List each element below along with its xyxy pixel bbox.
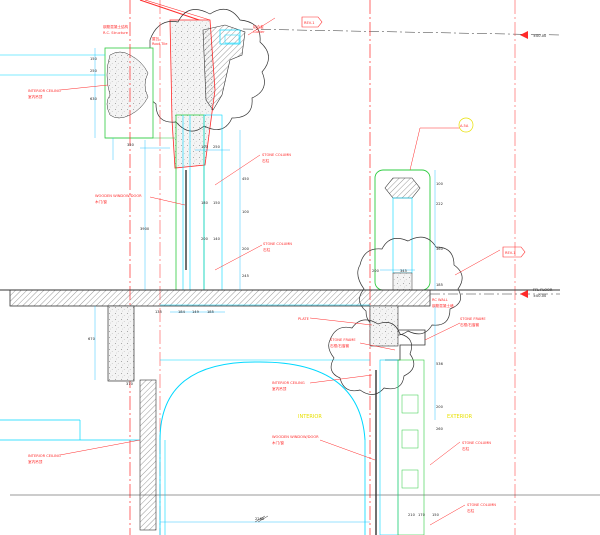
labels: 钢筋混凝土结构 R.C. Structure 屋瓦 Roof Tile 铝合金 … bbox=[28, 21, 553, 513]
dim-150a: 150 bbox=[90, 57, 98, 61]
dim-100a: 100 bbox=[201, 145, 209, 149]
dim-360: 360 bbox=[436, 247, 444, 251]
dim-149: 149 bbox=[192, 310, 200, 314]
dim-140: 140 bbox=[213, 237, 221, 241]
label-level-top: ±00.00 bbox=[533, 34, 547, 38]
dim-200c: 200 bbox=[372, 269, 380, 273]
label-detail-ref: A.5A bbox=[460, 124, 469, 128]
dim-250: 250 bbox=[90, 69, 98, 73]
dim-222: 222 bbox=[436, 202, 443, 206]
dim-260: 260 bbox=[436, 427, 444, 431]
label-plate: PLATE bbox=[298, 317, 310, 321]
dim-245: 245 bbox=[242, 274, 249, 278]
label-rev-right: REV-1 bbox=[505, 251, 516, 255]
label-gutter: Gutter bbox=[253, 30, 265, 34]
upper-left-ceiling-block bbox=[0, 47, 175, 139]
dim-536: 536 bbox=[436, 362, 444, 366]
arched-opening bbox=[159, 304, 370, 535]
leader-lines bbox=[59, 16, 526, 526]
dim-150b: 150 bbox=[213, 201, 221, 205]
label-roof-tile-cn: 屋瓦 bbox=[152, 36, 160, 41]
label-wooden-window-2-cn: 木门/窗 bbox=[272, 440, 284, 445]
dim-200: 200 bbox=[201, 237, 209, 241]
label-interior-ceiling-1-cn: 室内吊顶 bbox=[28, 94, 43, 99]
label-stone-column-1: STONE COLUMN bbox=[262, 153, 291, 157]
label-interior-room: INTERIOR bbox=[298, 414, 322, 420]
label-stone-frame-1: STONE FRAME bbox=[460, 317, 486, 321]
label-exterior-room: EXTERIOR bbox=[447, 414, 473, 420]
dim-170: 170 bbox=[418, 513, 426, 517]
label-stone-column-1-cn: 石柱 bbox=[262, 158, 270, 163]
label-interior-ceiling-3: INTERIOR CEILING bbox=[28, 454, 61, 458]
label-interior-ceiling-1: INTERIOR CEILING bbox=[28, 89, 61, 93]
dim-185: 185 bbox=[207, 310, 214, 314]
label-interior-ceiling-2-cn: 室内吊顶 bbox=[272, 386, 287, 391]
roof-eave-section bbox=[139, 0, 561, 169]
label-level-floor-b: ±00.00 bbox=[533, 294, 547, 298]
dim-200d: 200 bbox=[436, 405, 444, 409]
detail-ref-bubble bbox=[458, 117, 474, 133]
dim-135: 135 bbox=[155, 310, 162, 314]
dim-180: 180 bbox=[201, 201, 209, 205]
label-roof-tile: Roof Tile bbox=[152, 42, 168, 46]
revision-cloud-lower bbox=[328, 319, 415, 395]
label-rc-structure: R.C. Structure bbox=[103, 31, 129, 35]
label-gutter-cn: 铝合金 bbox=[253, 24, 264, 29]
dim-370: 370 bbox=[126, 382, 134, 386]
label-wooden-window-1-cn: 木门/窗 bbox=[95, 199, 107, 204]
dimension-text: 150 250 630 350 100 250 450 180 150 100 … bbox=[88, 57, 444, 521]
right-column-capital bbox=[357, 169, 463, 336]
dim-630: 630 bbox=[90, 97, 98, 101]
label-level-floor-a: FFL FLOOR bbox=[533, 288, 553, 292]
label-stone-frame-1-cn: 石框/石窗套 bbox=[460, 322, 480, 327]
label-interior-ceiling-3-cn: 室内吊顶 bbox=[28, 459, 43, 464]
lower-right-column bbox=[328, 305, 426, 535]
label-stone-column-2-cn: 石柱 bbox=[263, 247, 271, 252]
dim-345: 345 bbox=[400, 269, 407, 273]
label-stone-column-3-cn: 石柱 bbox=[462, 446, 470, 451]
dim-450: 450 bbox=[242, 177, 250, 181]
dim-200b: 200 bbox=[242, 247, 250, 251]
label-stone-frame-2-cn: 石框/石窗套 bbox=[330, 343, 350, 348]
label-stone-frame-2: STONE FRAME bbox=[330, 338, 356, 342]
revision-cloud-right bbox=[357, 236, 463, 336]
floor-slab bbox=[0, 289, 560, 307]
revision-cloud-top bbox=[144, 8, 269, 132]
dim-3900: 3900 bbox=[140, 227, 150, 231]
dim-350: 350 bbox=[127, 143, 135, 147]
dim-2260: 2260 bbox=[255, 517, 265, 521]
dim-250b: 250 bbox=[213, 145, 221, 149]
label-rc-wall-cn: 钢筋混凝土墙 bbox=[432, 303, 454, 308]
dim-210: 210 bbox=[408, 513, 416, 517]
label-stone-column-4: STONE COLUMN bbox=[467, 503, 496, 507]
label-wooden-window-2: WOODEN WINDOW/DOOR bbox=[272, 435, 319, 439]
dim-184: 184 bbox=[178, 310, 186, 314]
label-interior-ceiling-2: INTERIOR CEILING bbox=[272, 381, 305, 385]
dim-100c: 100 bbox=[436, 182, 444, 186]
label-stone-column-2: STONE COLUMN bbox=[263, 242, 292, 246]
dim-100b: 100 bbox=[242, 210, 250, 214]
dim-185b: 185 bbox=[436, 283, 443, 287]
dim-150c: 150 bbox=[432, 513, 440, 517]
label-rev-top: REV-1 bbox=[304, 21, 315, 25]
label-rc-wall: RC WALL bbox=[432, 298, 448, 302]
label-wooden-window-1: WOODEN WINDOW/DOOR bbox=[95, 194, 142, 198]
lower-left-wall bbox=[0, 305, 600, 531]
dim-670: 670 bbox=[88, 337, 96, 341]
dimension-lines bbox=[94, 48, 436, 523]
label-stone-column-4-cn: 石柱 bbox=[467, 508, 475, 513]
label-stone-column-3: STONE COLUMN bbox=[462, 441, 491, 445]
label-rc-structure-cn: 钢筋混凝土结构 bbox=[103, 24, 129, 29]
